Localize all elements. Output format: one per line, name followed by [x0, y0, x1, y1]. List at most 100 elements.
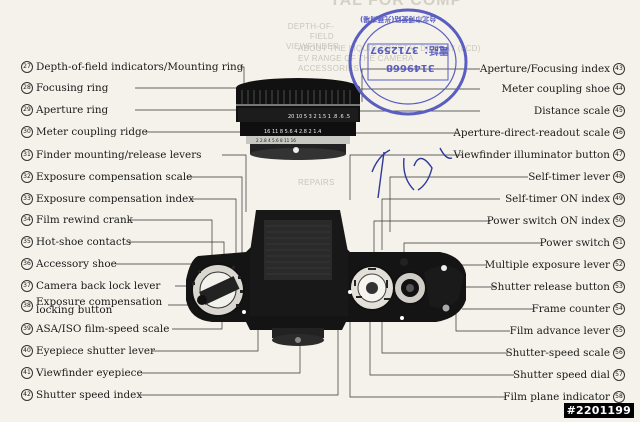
- camera-body: [186, 210, 466, 346]
- background-mid-line-3: ACCESSORIES: [298, 64, 360, 73]
- callout-number: 35: [21, 236, 33, 248]
- callout-number: 39: [21, 323, 33, 335]
- callout-number: 54: [613, 303, 625, 315]
- background-header: TAL FOR COMP: [330, 0, 463, 9]
- callout-number: 55: [613, 325, 625, 337]
- callout-number: 33: [21, 193, 33, 205]
- callout-label: Eyepiece shutter lever: [36, 345, 155, 357]
- aperture-scale-text: 16 11 8 5.6 4 2.8 2 1.4: [264, 129, 321, 135]
- shop-stamp: 電話：3712597 3149668 台北市博愛路(光華商場): [346, 4, 470, 120]
- callout-label: Viewfinder eyepiece: [36, 367, 143, 379]
- callout-number: 40: [21, 345, 33, 357]
- callout-number: 36: [21, 258, 33, 270]
- callout-number: 38: [21, 300, 33, 312]
- stamp-phone-1: 電話：3712597: [370, 44, 449, 55]
- callout-number: 48: [613, 171, 625, 183]
- shutter-speed-dial: [349, 265, 395, 311]
- callout-label: Power switch: [539, 237, 610, 249]
- callout-label: Aperture ring: [36, 104, 109, 116]
- callout-label: Exposure compensation index: [36, 193, 195, 205]
- callout-number: 45: [613, 105, 625, 117]
- callout-label: Aperture-direct-readout scale: [453, 127, 610, 139]
- callout-label: Camera back lock lever: [36, 280, 161, 292]
- advance-lever-assembly: [393, 258, 464, 313]
- callout-number: 43: [613, 63, 625, 75]
- stamp-phone-2: 3149668: [386, 62, 435, 73]
- background-left-col: DEPTH-OF-FIELD VIEWFINDER: [286, 22, 339, 52]
- callout-number: 42: [21, 389, 33, 401]
- callout-label: Shutter speed index: [36, 389, 143, 401]
- callout-label: Multiple exposure lever: [484, 259, 610, 271]
- callout-number: 51: [613, 237, 625, 249]
- callout-label: Meter coupling shoe: [501, 83, 610, 95]
- callout-label: Film plane indicator: [503, 391, 610, 403]
- callout-label: Film advance lever: [509, 325, 610, 337]
- callout-label: Exposure compensation locking button: [36, 295, 163, 316]
- callout-label: Film rewind crank: [36, 214, 133, 226]
- callout-label: Shutter release button: [490, 281, 610, 293]
- stamp-ring-text: 台北市博愛路(光華商場): [360, 15, 437, 23]
- callout-number: 44: [613, 83, 625, 95]
- background-repairs: REPAIRS: [298, 178, 335, 188]
- callout-label: Depth-of-field indicators/Mounting ring: [36, 61, 244, 73]
- callout-number: 49: [613, 193, 625, 205]
- callout-label: Finder mounting/release levers: [36, 149, 202, 161]
- callout-label: Frame counter: [531, 303, 610, 315]
- callout-number: 28: [21, 82, 33, 94]
- distance-scale-text: 20 10 5 3 2 1.5 1 .8 .6 .5: [288, 114, 350, 120]
- rewind-crank-assembly: [191, 263, 245, 317]
- callout-number: 56: [613, 347, 625, 359]
- callout-label: Accessory shoe: [36, 258, 117, 270]
- stamp-outline: [348, 8, 468, 116]
- callout-label: Focusing ring: [36, 82, 109, 94]
- callout-label: Shutter-speed scale: [505, 347, 610, 359]
- background-header-text: TAL FOR COMP: [330, 0, 463, 9]
- catalog-number-badge: #2201199: [563, 403, 634, 418]
- aperture-readout-text: 2 2.8 4 5.6 8 11 16: [256, 138, 296, 143]
- callout-label: Hot-shoe contacts: [36, 236, 132, 248]
- callout-label: Power switch ON index: [486, 215, 610, 227]
- callout-number: 47: [613, 149, 625, 161]
- callout-number: 46: [613, 127, 625, 139]
- callout-label: Self-timer ON index: [505, 193, 610, 205]
- callout-number: 41: [21, 367, 33, 379]
- background-left-line-1: DEPTH-OF-FIELD: [287, 22, 334, 41]
- callout-number: 31: [21, 149, 33, 161]
- callout-label: Shutter speed dial: [512, 369, 610, 381]
- background-mid-line-1: ABOUT THE LIQUID CRYSTAL DISPLAY (LCD): [298, 44, 481, 53]
- callout-label: Viewfinder illuminator button: [453, 149, 610, 161]
- callout-number: 53: [613, 281, 625, 293]
- callout-number: 50: [613, 215, 625, 227]
- callout-label: Aperture/Focusing index: [479, 63, 610, 75]
- callout-number: 34: [21, 214, 33, 226]
- callout-number: 58: [613, 391, 625, 403]
